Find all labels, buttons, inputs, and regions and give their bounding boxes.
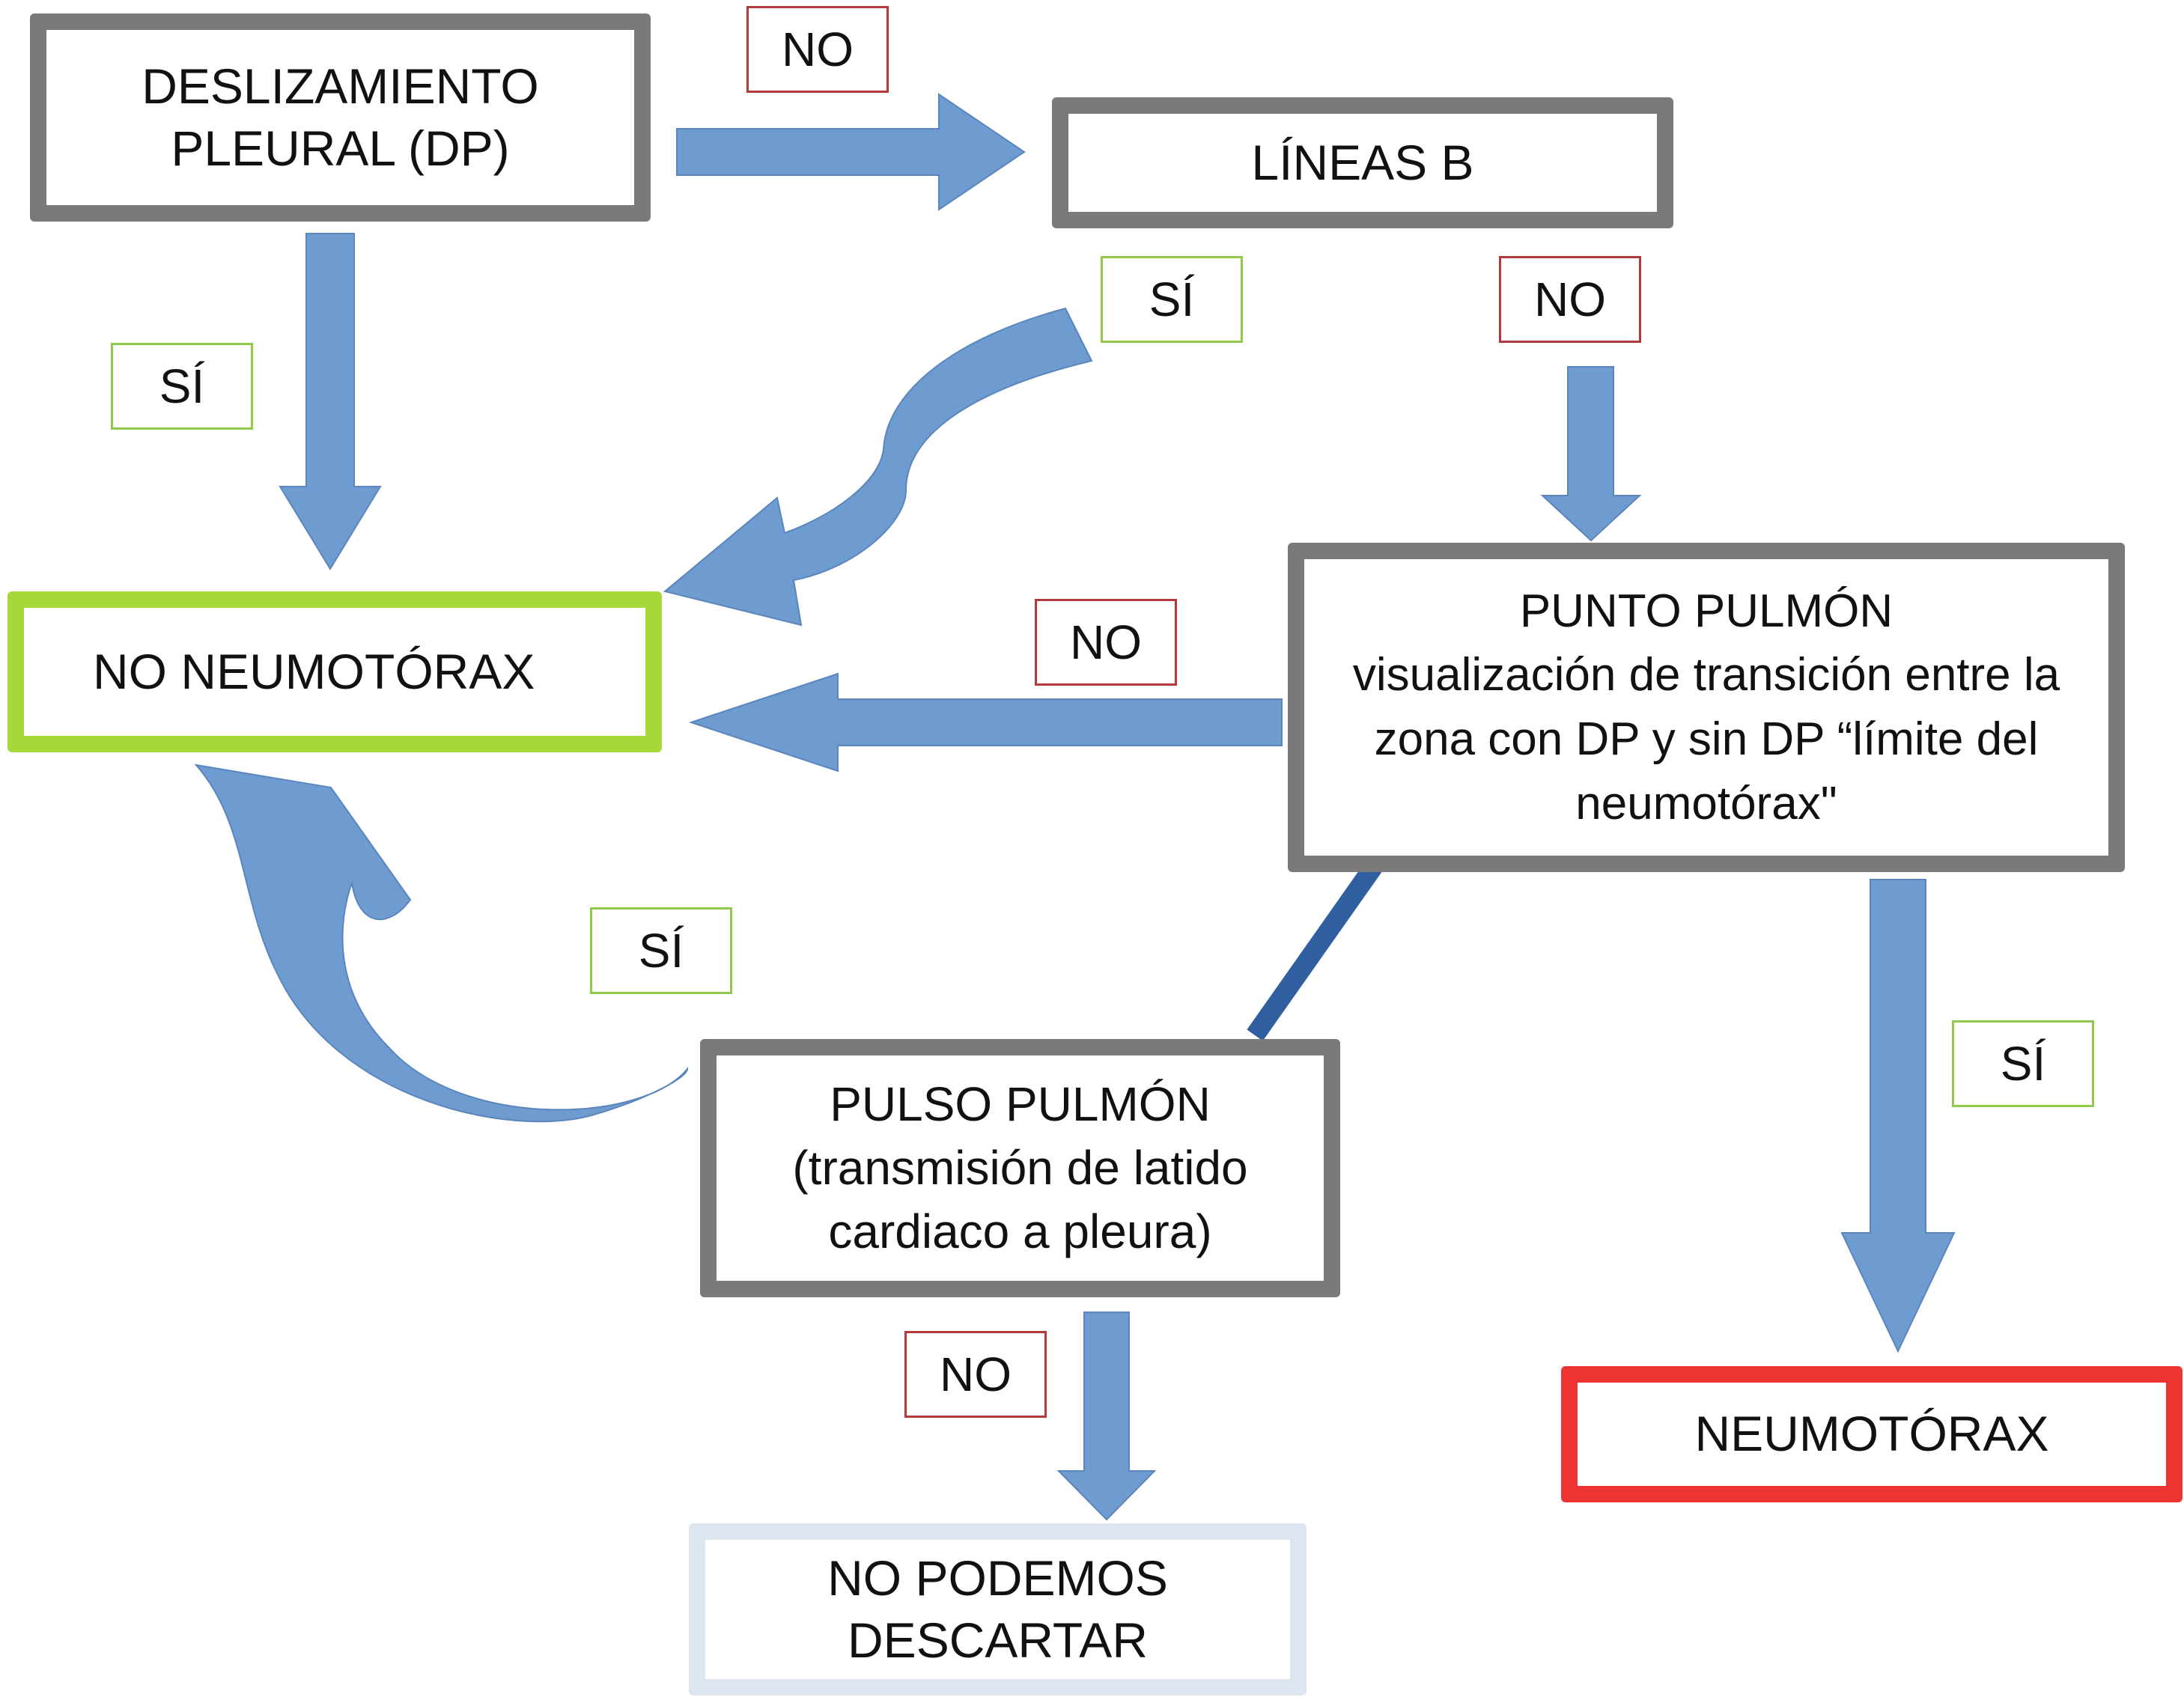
edge-label-blines-to-nopnx: SÍ	[1101, 256, 1243, 343]
edge-label-lungpulse-to-nopnx: SÍ	[590, 907, 732, 994]
arrow-lungpoint-to-nopnx	[688, 672, 1283, 773]
arrow-lungpulse-to-nopnx	[194, 764, 689, 1123]
node-cannot-rule-out: NO PODEMOS DESCARTAR	[689, 1523, 1307, 1696]
edge-label-lungpoint-to-nopnx: NO	[1035, 599, 1177, 686]
node-no-pneumothorax-line1: NO NEUMOTÓRAX	[93, 643, 535, 699]
node-lung-pulse-line1: PULSO PULMÓN	[830, 1076, 1211, 1131]
node-lung-point-line1: PUNTO PULMÓN	[1519, 585, 1893, 637]
node-pleural-sliding: DESLIZAMIENTO PLEURAL (DP)	[30, 13, 651, 222]
node-lung-point-line3: zona con DP y sin DP “límite del	[1374, 713, 2039, 765]
edge-label-lungpulse-to-cannot: NO	[904, 1331, 1047, 1418]
node-pleural-sliding-line2: PLEURAL (DP)	[171, 121, 510, 176]
node-lung-point-line4: neumotórax"	[1575, 777, 1837, 829]
node-no-pneumothorax: NO NEUMOTÓRAX	[7, 591, 662, 752]
node-cannot-rule-out-line1: NO PODEMOS	[827, 1550, 1168, 1606]
arrow-blines-to-lungpoint	[1540, 366, 1642, 542]
node-lung-pulse-line3: cardiaco a pleura)	[828, 1204, 1212, 1259]
arrow-blines-to-nopnx	[663, 307, 1093, 627]
node-b-lines: LÍNEAS B	[1052, 97, 1673, 228]
node-pneumothorax-line1: NEUMOTÓRAX	[1694, 1406, 2049, 1462]
node-pneumothorax: NEUMOTÓRAX	[1561, 1366, 2183, 1502]
arrow-pleural-to-blines	[676, 93, 1026, 211]
node-lung-point-line2: visualización de transición entre la	[1352, 649, 2060, 701]
edge-label-pleural-to-blines: NO	[746, 6, 889, 93]
connector-lungpoint-to-lungpulse	[1247, 857, 1384, 1041]
node-cannot-rule-out-line2: DESCARTAR	[848, 1612, 1148, 1668]
node-lung-pulse: PULSO PULMÓN (transmisión de latido card…	[700, 1039, 1340, 1297]
node-b-lines-line1: LÍNEAS B	[1251, 134, 1474, 190]
arrow-lungpoint-to-pnx	[1840, 879, 1956, 1353]
edge-label-blines-to-lungpoint: NO	[1499, 256, 1641, 343]
arrow-lungpulse-to-cannot	[1056, 1311, 1157, 1521]
node-pleural-sliding-line1: DESLIZAMIENTO	[142, 58, 539, 114]
node-lung-pulse-line2: (transmisión de latido	[792, 1140, 1248, 1195]
edge-label-lungpoint-to-pnx: SÍ	[1952, 1020, 2094, 1107]
edge-label-pleural-to-nopnx: SÍ	[111, 343, 253, 430]
arrow-pleural-to-nopnx	[279, 233, 382, 570]
node-lung-point: PUNTO PULMÓN visualización de transición…	[1288, 543, 2125, 872]
